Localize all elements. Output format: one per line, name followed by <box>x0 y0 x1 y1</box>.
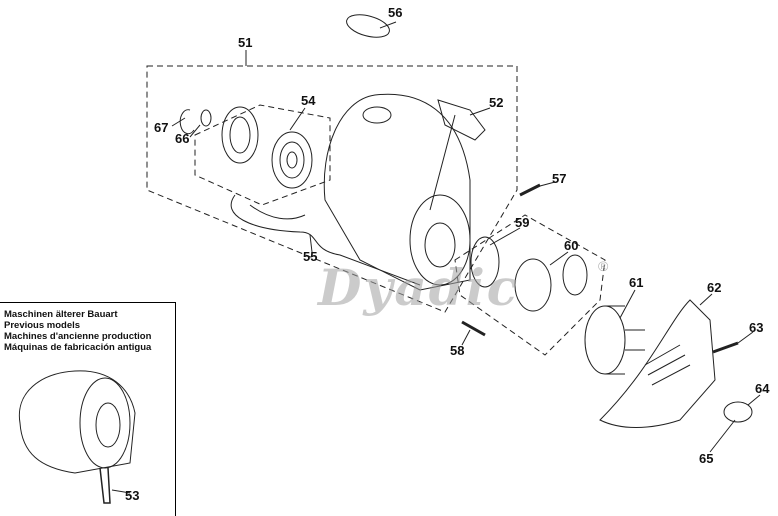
leader-lines <box>111 21 761 494</box>
group-54-outline <box>194 104 331 206</box>
group-51-outline <box>146 65 518 313</box>
part-66-washer <box>200 109 212 127</box>
group-60-outline <box>454 214 606 356</box>
part-label-63: 63 <box>749 320 764 335</box>
part-52-handle <box>429 99 486 211</box>
part-59-disc <box>470 236 500 288</box>
part-label-61: 61 <box>629 275 644 290</box>
watermark: Dyadic <box>318 258 520 317</box>
caption-german: Maschinen älterer Bauart <box>4 309 118 320</box>
part-label-58: 58 <box>450 343 465 358</box>
part-label-60: 60 <box>564 238 579 253</box>
part-61-drum <box>584 305 626 375</box>
part-label-55: 55 <box>303 249 318 264</box>
caption-french: Machines d'ancienne production <box>4 331 152 342</box>
old-housing-drawing <box>18 370 136 504</box>
part-label-62: 62 <box>707 280 722 295</box>
inset-caption: Maschinen älterer Bauart Previous models… <box>4 309 151 353</box>
part-label-51: 51 <box>238 35 253 50</box>
caption-spanish: Máquinas de fabricación antigua <box>4 342 152 353</box>
previous-models-inset: Maschinen älterer Bauart Previous models… <box>0 302 176 516</box>
part-label-54: 54 <box>301 93 316 108</box>
part-label-64: 64 <box>755 381 770 396</box>
part-label-67: 67 <box>154 120 169 135</box>
part-67-clip <box>179 109 195 135</box>
part-label-59: 59 <box>515 215 530 230</box>
watermark-registered-mark: ® <box>598 258 609 274</box>
part-60-pawl-2 <box>562 254 588 296</box>
part-label-52: 52 <box>489 95 504 110</box>
part-56-cap <box>346 14 390 38</box>
part-housing <box>323 93 471 291</box>
part-57-screw <box>519 183 541 197</box>
part-54-spring <box>271 131 313 189</box>
part-62-guard <box>599 299 716 428</box>
part-63-screw <box>712 341 739 354</box>
part-label-53: 53 <box>125 488 140 503</box>
part-label-66: 66 <box>175 131 190 146</box>
part-58-screw <box>461 320 486 337</box>
part-64-clamp <box>723 401 753 423</box>
part-60-pawl <box>514 258 552 312</box>
part-label-57: 57 <box>552 171 567 186</box>
part-rope-pulley <box>221 106 259 164</box>
caption-english: Previous models <box>4 320 81 331</box>
part-label-56: 56 <box>388 5 403 20</box>
part-label-65: 65 <box>699 451 714 466</box>
part-55-rope <box>230 194 421 286</box>
